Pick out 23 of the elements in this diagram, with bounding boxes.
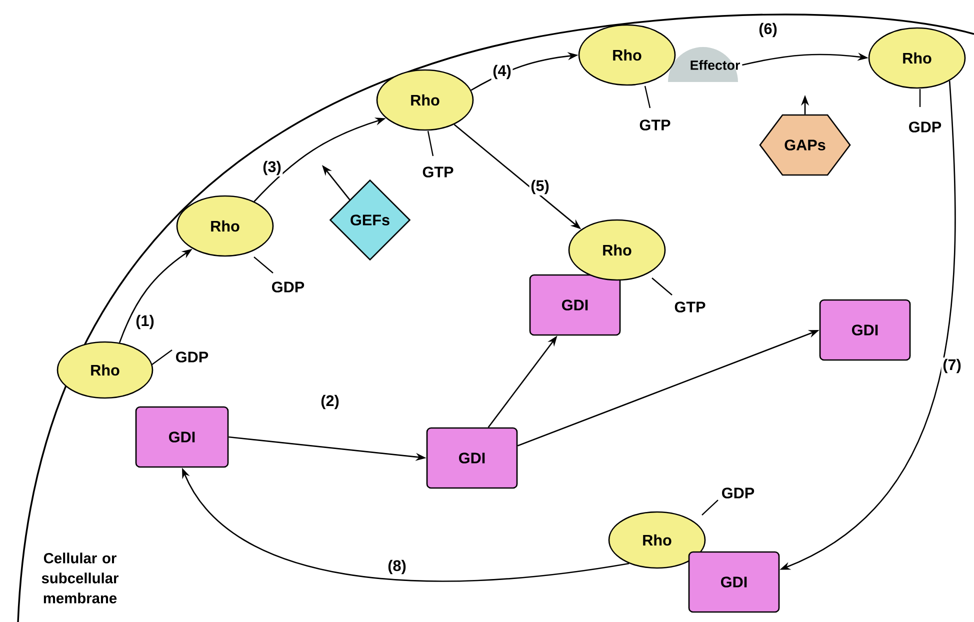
step-number: (8) xyxy=(388,560,406,574)
nucleotide-label: GDP xyxy=(722,488,754,498)
gaps-hexagon: GAPs xyxy=(759,114,851,176)
nucleotide-label: GDP xyxy=(909,122,942,132)
step-number: (5) xyxy=(531,180,549,194)
nucleotide-label: GDP xyxy=(272,282,304,292)
membrane-label: Cellular or subcellular membrane xyxy=(42,552,118,604)
nucleotide-label: GTP xyxy=(640,120,670,130)
step-number: (3) xyxy=(263,160,281,176)
gdi-box: GDI xyxy=(819,299,911,361)
step-number: (2) xyxy=(321,394,339,410)
gdi-box: GDI xyxy=(426,427,518,489)
nucleotide-label: GTP xyxy=(422,166,454,178)
gdi-box: GDI xyxy=(529,274,621,336)
gdi-box: GDI xyxy=(688,551,780,613)
step-number: (6) xyxy=(759,22,777,38)
step-number: (4) xyxy=(493,64,511,80)
effector-dome: Effector xyxy=(668,47,740,82)
nucleotide-label: GTP xyxy=(674,302,706,312)
gdi-box: GDI xyxy=(135,406,229,468)
step-number: (7) xyxy=(943,358,961,374)
nucleotide-label: GDP xyxy=(176,352,208,362)
step-number: (1) xyxy=(136,314,154,330)
